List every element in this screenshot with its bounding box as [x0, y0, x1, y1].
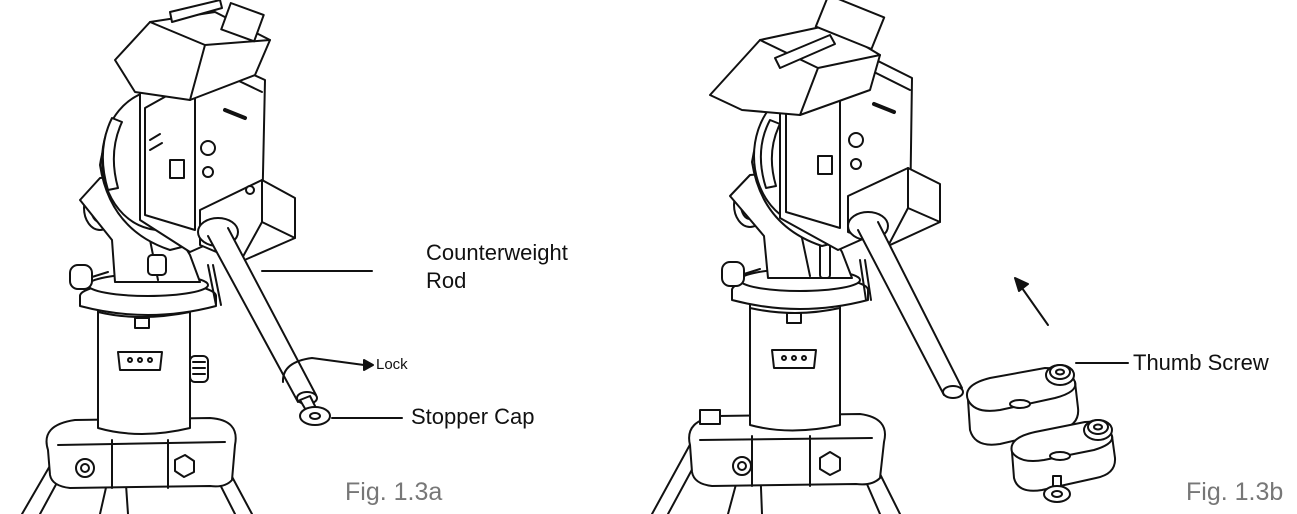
mount-illustration-b	[651, 0, 1129, 514]
stopper-cap-a[interactable]	[299, 395, 331, 426]
stopper-cap-label: Stopper Cap	[411, 404, 535, 429]
carry-handle-a	[101, 117, 123, 191]
counterweight-rod-b[interactable]	[847, 211, 964, 399]
stopper-cap-b[interactable]	[1043, 475, 1071, 503]
carry-handle-b	[759, 119, 781, 189]
counterweight-rod-label: Counterweight Rod	[426, 239, 568, 295]
saddle-b	[709, 0, 886, 116]
pier-column-b	[749, 289, 841, 432]
lock-label: Lock	[376, 356, 408, 373]
counterweight-rod-label-line2: Rod	[426, 268, 467, 293]
slide-direction-arrow	[1014, 277, 1049, 326]
azimuth-knob-b	[721, 261, 761, 287]
azimuth-knob-a	[69, 264, 109, 290]
counterweight-lower[interactable]	[1010, 419, 1117, 492]
tripod-head-b	[688, 409, 886, 487]
pier-column-a	[97, 294, 209, 435]
counterweight-upper[interactable]	[966, 367, 1080, 446]
thumb-screw[interactable]	[1045, 364, 1075, 386]
thumb-screw-label: Thumb Screw	[1133, 350, 1269, 375]
mount-illustration-a	[21, 0, 403, 514]
figure-label-a: Fig. 1.3a	[345, 478, 443, 506]
saddle-a	[114, 0, 271, 101]
lock-rotation-arrow	[281, 357, 374, 383]
counterweight-rod-label-line1: Counterweight	[426, 240, 568, 265]
tripod-head-a	[45, 417, 237, 489]
figure-label-b: Fig. 1.3b	[1186, 478, 1284, 506]
